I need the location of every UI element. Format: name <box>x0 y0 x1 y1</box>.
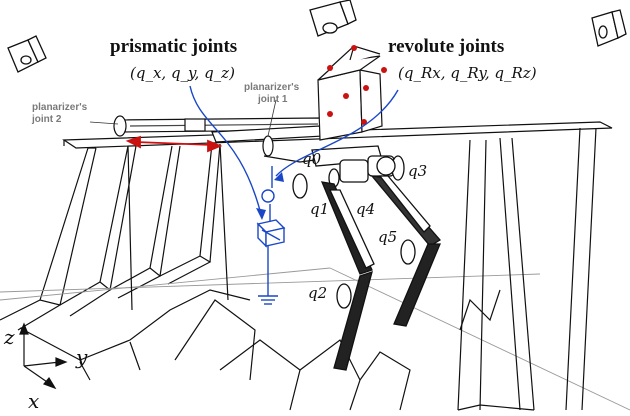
label-planarizer-joint2-line1: planarizer's <box>32 102 88 113</box>
heading-prismatic-vars: (q_x, q_y, q_z) <box>130 64 235 82</box>
marker-dots <box>327 45 387 125</box>
joint-label-q2: q2 <box>308 284 327 302</box>
heading-prismatic: prismatic joints <box>110 36 237 57</box>
label-planarizer-joint1-line2: joint 1 <box>257 94 288 105</box>
axis-triad <box>19 322 68 390</box>
joint-label-q5: q5 <box>378 228 397 246</box>
prismatic-schematic <box>189 85 399 305</box>
axis-label-x: x <box>28 389 39 413</box>
label-planarizer-joint1-line1: planarizer's <box>244 82 300 93</box>
camera-icon-right <box>591 9 627 47</box>
joint-label-q0: q0 <box>302 150 322 168</box>
joint-label-q3: q3 <box>408 162 427 180</box>
axis-label-z: z <box>3 325 15 349</box>
joint-label-q4: q4 <box>356 200 375 218</box>
rail-travel-arrow <box>125 135 223 153</box>
heading-revolute-vars: (q_Rx, q_Ry, q_Rz) <box>398 64 537 82</box>
axis-label-y: y <box>75 345 88 369</box>
torso-box <box>317 45 383 141</box>
joint-label-q1: q1 <box>310 200 329 218</box>
label-leaders <box>89 99 277 137</box>
heading-revolute: revolute joints <box>388 36 504 57</box>
schematic-arrowheads <box>256 172 284 220</box>
camera-icon-top <box>309 0 357 37</box>
label-planarizer-joint2-line2: joint 2 <box>31 114 62 125</box>
robot-legs <box>292 145 441 371</box>
camera-icon-left <box>7 35 47 73</box>
